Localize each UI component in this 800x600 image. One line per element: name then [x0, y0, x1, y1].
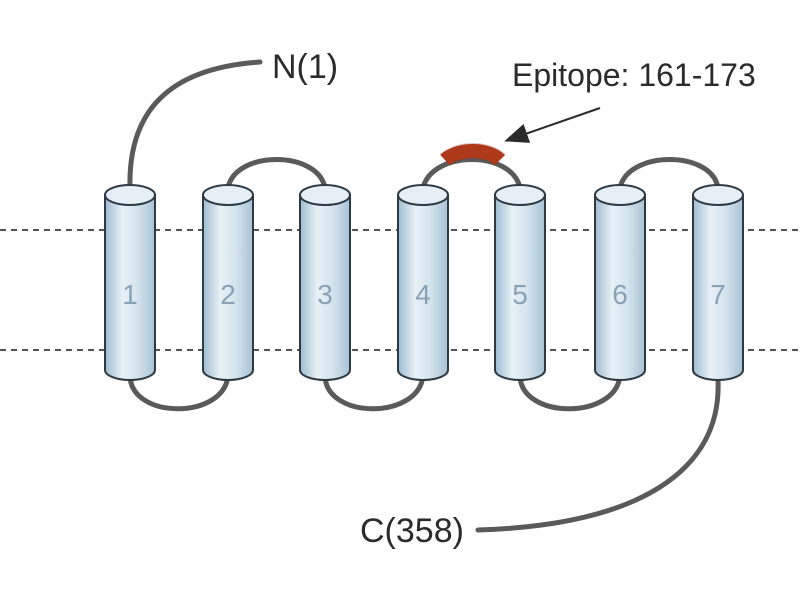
c-terminus-label: C(358) [360, 512, 464, 550]
helix-4: 4 [397, 184, 449, 381]
helix-number-5: 5 [512, 279, 528, 310]
loop-6-7 [617, 157, 721, 191]
helix-6: 6 [594, 184, 646, 381]
helix-2: 2 [202, 184, 254, 381]
helix-1: 1 [104, 184, 156, 381]
loop-3-4 [322, 372, 426, 412]
loops [127, 59, 721, 533]
epitope-arrow [504, 107, 601, 143]
epitope-marker [440, 144, 505, 166]
loop-2-3 [225, 157, 328, 191]
helix-number-6: 6 [612, 279, 628, 310]
helix-3: 3 [299, 184, 351, 381]
c-terminus-tail [475, 377, 721, 533]
epitope-label: Epitope: 161-173 [512, 57, 756, 93]
helix-number-7: 7 [710, 279, 726, 310]
helices: 1 2 3 4 5 6 7 [104, 184, 744, 381]
n-terminus-tail [127, 59, 263, 191]
loop-5-6 [517, 372, 623, 412]
helix-number-3: 3 [317, 279, 333, 310]
helix-number-4: 4 [415, 279, 431, 310]
helix-5: 5 [494, 184, 546, 381]
n-terminus-label: N(1) [272, 48, 338, 86]
helix-number-2: 2 [220, 279, 236, 310]
helix-number-1: 1 [122, 279, 138, 310]
helix-7: 7 [692, 184, 744, 381]
loop-4-5 [420, 157, 523, 191]
loop-1-2 [127, 372, 231, 412]
